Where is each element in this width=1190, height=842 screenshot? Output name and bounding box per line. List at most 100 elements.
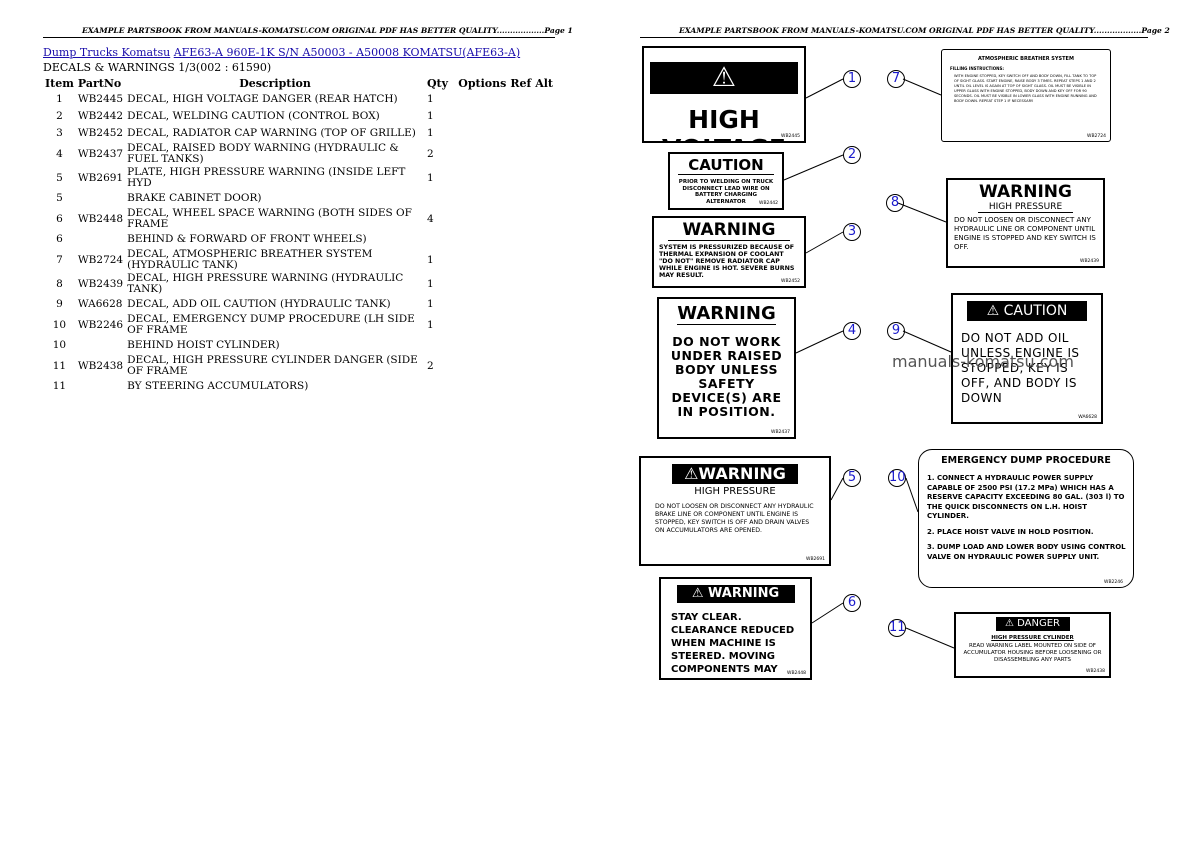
decal-1-partno: WB2445 <box>781 134 800 139</box>
cell-partno: WB2442 <box>77 110 124 122</box>
cell-description: BRAKE CABINET DOOR) <box>127 192 262 204</box>
cell-item: 10 <box>52 339 67 351</box>
cell-item: 6 <box>56 233 63 245</box>
col-options: Options <box>458 77 507 90</box>
cell-qty: 1 <box>426 93 434 105</box>
decal-2-title: CAUTION <box>678 156 774 175</box>
decal-5-banner: ⚠WARNING <box>672 464 798 484</box>
cell-partno: WB2724 <box>77 253 124 266</box>
col-qty: Qty <box>426 77 449 90</box>
page-header-right: EXAMPLE PARTSBOOK FROM MANUALS-KOMATSU.C… <box>679 26 1170 35</box>
decal-5-sub: HIGH PRESSURE <box>694 486 776 497</box>
decal-5-body: DO NOT LOOSEN OR DISCONNECT ANY HYDRAULI… <box>655 503 814 534</box>
cell-item: 6 <box>56 212 63 225</box>
header-divider-left <box>43 37 555 38</box>
cell-item: 8 <box>56 277 63 290</box>
decal-11-title: DANGER <box>1017 618 1061 629</box>
decal-high-pressure-cylinder-danger: ⚠ DANGER HIGH PRESSURE CYLINDER READ WAR… <box>954 612 1111 678</box>
cell-partno: WB2438 <box>77 359 124 372</box>
callout-7: 7 <box>887 70 905 88</box>
decal-11-sub: HIGH PRESSURE CYLINDER <box>991 635 1074 641</box>
decal-4-body: DO NOT WORK UNDER RAISED BODY UNLESS SAF… <box>670 334 783 419</box>
col-partno: PartNo <box>77 77 122 90</box>
decal-9-partno: WA6628 <box>1078 415 1097 420</box>
warning-triangle-icon: ⚠ <box>986 303 1000 319</box>
cell-item: 5 <box>56 192 63 204</box>
decal-2-body: PRIOR TO WELDING ON TRUCK DISCONNECT LEA… <box>678 179 774 205</box>
decal-11-banner: ⚠ DANGER <box>995 617 1070 631</box>
decal-high-voltage-danger: ⚠ DANGER HIGH VOLTAGE WB2445 <box>642 46 806 143</box>
cell-description: BY STEERING ACCUMULATORS) <box>127 380 309 392</box>
cell-partno: WB2452 <box>77 127 124 139</box>
cell-description: PLATE, HIGH PRESSURE WARNING (INSIDE LEF… <box>127 166 406 189</box>
warning-triangle-icon: ⚠ <box>691 586 704 601</box>
cell-qty: 1 <box>426 171 434 184</box>
decal-7-title: ATMOSPHERIC BREATHER SYSTEM <box>978 56 1074 62</box>
cell-description: DECAL, WHEEL SPACE WARNING (BOTH SIDES O… <box>127 207 412 230</box>
cell-item: 11 <box>52 380 67 392</box>
decal-2-partno: WB2442 <box>759 201 778 206</box>
table-row: 11 BY STEERING ACCUMULATORS) <box>43 378 555 395</box>
cell-qty: 1 <box>426 127 434 139</box>
decal-7-partno: WB2724 <box>1087 134 1106 139</box>
header-divider-right <box>640 37 1148 38</box>
decal-raised-body-warning: WARNING DO NOT WORK UNDER RAISED BODY UN… <box>657 297 796 439</box>
cell-description: DECAL, ADD OIL CAUTION (HYDRAULIC TANK) <box>127 298 391 310</box>
cell-qty: 1 <box>426 318 434 331</box>
decal-8-title: WARNING <box>979 182 1072 202</box>
cell-item: 11 <box>52 359 67 372</box>
decal-8-partno: WB2439 <box>1080 259 1099 264</box>
callout-3: 3 <box>843 223 861 241</box>
decal-11-body: READ WARNING LABEL MOUNTED ON SIDE OF AC… <box>963 643 1102 663</box>
cell-partno: WB2439 <box>77 277 124 290</box>
callout-8: 8 <box>886 194 904 212</box>
section-title: DECALS & WARNINGS 1/3(002 : 61590) <box>43 61 272 74</box>
decal-10-step-2: 2. PLACE HOIST VALVE IN HOLD POSITION. <box>927 527 1094 536</box>
decal-7-body: WITH ENGINE STOPPED, KEY SWITCH OFF AND … <box>954 74 1097 103</box>
col-item: Item <box>45 77 74 90</box>
decal-6-title: WARNING <box>708 586 780 601</box>
decal-8-body: DO NOT LOOSEN OR DISCONNECT ANY HYDRAULI… <box>954 216 1096 251</box>
cell-description: DECAL, WELDING CAUTION (CONTROL BOX) <box>127 110 380 122</box>
decal-10-partno: WB2246 <box>1104 580 1123 585</box>
cell-description: DECAL, HIGH PRESSURE WARNING (HYDRAULIC … <box>127 272 404 295</box>
breadcrumb-link-dump-trucks[interactable]: Dump Trucks Komatsu <box>43 46 171 59</box>
decal-hydraulic-tank-high-pressure: WARNING HIGH PRESSURE DO NOT LOOSEN OR D… <box>946 178 1105 268</box>
decal-5-title: WARNING <box>698 464 786 483</box>
decal-3-body: SYSTEM IS PRESSURIZED BECAUSE OF THERMAL… <box>659 244 795 279</box>
callout-5: 5 <box>843 469 861 487</box>
decal-4-partno: WB2437 <box>771 430 790 435</box>
cell-item: 4 <box>56 147 63 160</box>
cell-partno: WB2437 <box>77 147 124 160</box>
cell-partno: WB2448 <box>77 212 124 225</box>
decal-9-body: DO NOT ADD OIL UNLESS ENGINE IS STOPPED,… <box>961 331 1080 405</box>
decal-7-sub: FILLING INSTRUCTIONS: <box>950 66 1004 71</box>
cell-item: 9 <box>56 298 63 310</box>
callout-1: 1 <box>843 70 861 88</box>
warning-triangle-icon: ⚠ <box>684 464 699 483</box>
cell-partno: WB2445 <box>77 93 124 105</box>
decal-welding-caution: CAUTION PRIOR TO WELDING ON TRUCK DISCON… <box>668 152 784 210</box>
breadcrumb-link-model[interactable]: AFE63-A 960E-1K S/N A50003 - A50008 KOMA… <box>173 46 521 59</box>
cell-item: 10 <box>52 318 67 331</box>
col-ref: Ref <box>510 77 532 90</box>
decal-9-banner: ⚠ CAUTION <box>967 301 1087 321</box>
decal-1-body: HIGH VOLTAGE <box>662 105 786 141</box>
cell-item: 7 <box>56 253 63 266</box>
danger-banner: ⚠ DANGER <box>650 62 798 125</box>
cell-item: 5 <box>56 171 63 184</box>
cell-description: DECAL, HIGH VOLTAGE DANGER (REAR HATCH) <box>127 93 398 105</box>
decal-3-title: WARNING <box>668 220 790 241</box>
breadcrumb: Dump Trucks Komatsu AFE63-A 960E-1K S/N … <box>43 46 520 59</box>
